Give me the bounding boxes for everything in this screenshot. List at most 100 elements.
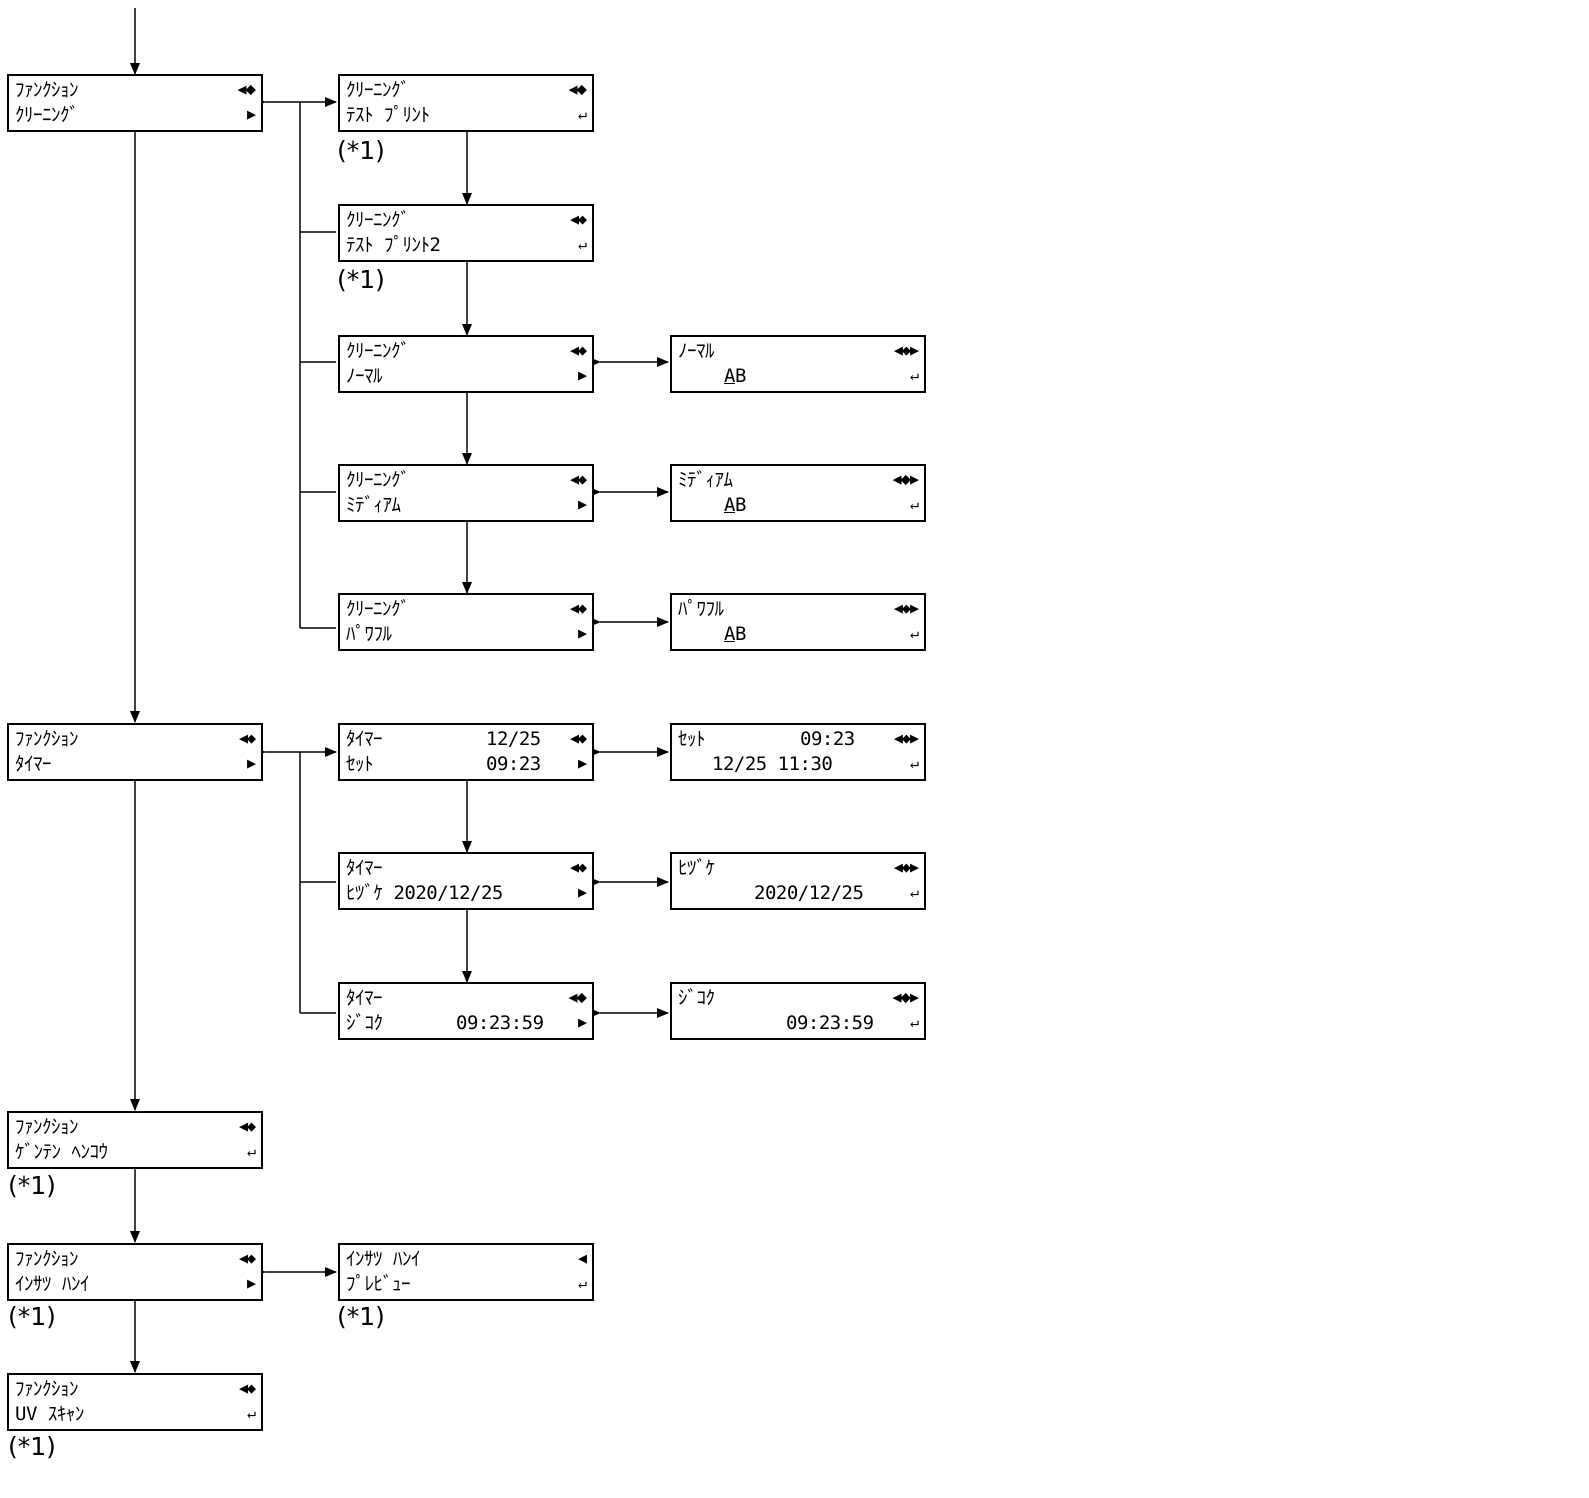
set-datetime-value: 12/25 11:30 xyxy=(712,753,833,775)
lcd-line1: ﾐﾃﾞｨｱﾑ xyxy=(678,469,733,491)
lcd-date-edit: ﾋﾂﾞｹ ◀◆▶ 2020/12/25 ↵ xyxy=(670,852,926,910)
lcd-function-uv: ﾌｧﾝｸｼｮﾝ◀◆ UV ｽｷｬﾝ↵ xyxy=(7,1373,263,1431)
date-value: 2020/12/25 xyxy=(754,882,864,904)
nav-icon: ◀◆ xyxy=(238,1249,256,1267)
set-time-value: 09:23 xyxy=(800,728,855,750)
right-arrow-icon: ▶ xyxy=(577,1013,587,1031)
lcd-timer-set: ﾀｲﾏｰ 12/25 ◀◆ ｾｯﾄ 09:23 ▶ xyxy=(338,723,594,781)
nav-icon: ◀◆ xyxy=(238,1117,256,1135)
right-arrow-icon: ▶ xyxy=(246,754,256,772)
ab-other: B xyxy=(734,623,746,645)
lcd-line2: ﾐﾃﾞｨｱﾑ xyxy=(346,494,401,516)
enter-icon: ↵ xyxy=(909,1013,919,1031)
ab-other: B xyxy=(734,494,746,516)
nav-icon: ◀◆▶ xyxy=(893,729,919,747)
lcd-line1: ｲﾝｻﾂ ﾊﾝｲ xyxy=(346,1248,420,1270)
lcd-line1: ﾉｰﾏﾙ xyxy=(678,340,715,362)
enter-icon: ↵ xyxy=(909,883,919,901)
lcd-line1: ﾌｧﾝｸｼｮﾝ xyxy=(15,728,79,750)
note-star1: (*1) xyxy=(337,136,385,165)
timer-date-value: 12/25 xyxy=(486,728,541,750)
lcd-function-genten: ﾌｧﾝｸｼｮﾝ ◀◆ ｹﾞﾝﾃﾝ ﾍﾝｺｳ ↵ xyxy=(7,1111,263,1169)
lcd-line2: ｹﾞﾝﾃﾝ ﾍﾝｺｳ xyxy=(15,1141,108,1163)
nav-icon: ◀◆▶ xyxy=(893,858,919,876)
lcd-line2: ﾋﾂﾞｹ 2020/12/25 xyxy=(346,882,503,904)
lcd-line1: ﾌｧﾝｸｼｮﾝ xyxy=(15,1248,79,1270)
nav-icon: ◀◆ xyxy=(569,858,587,876)
ab-selected: A xyxy=(724,494,735,516)
enter-icon: ↵ xyxy=(577,235,587,253)
lcd-line1: ﾋﾂﾞｹ xyxy=(678,857,715,879)
nav-icon: ◀◆ xyxy=(569,210,587,228)
nav-updown-icon: ◀⬥ xyxy=(568,80,587,98)
nav-updown-icon: ◀⬥ xyxy=(237,80,256,98)
enter-icon: ↵ xyxy=(909,624,919,642)
lcd-line1: ﾌｧﾝｸｼｮﾝ xyxy=(15,79,79,101)
nav-icon: ◀◆ xyxy=(238,1379,256,1397)
lcd-line1: ｸﾘｰﾆﾝｸﾞ xyxy=(346,340,410,362)
lcd-line1: ｸﾘｰﾆﾝｸﾞ xyxy=(346,598,410,620)
lcd-line1: ﾌｧﾝｸｼｮﾝ xyxy=(15,1116,79,1138)
lcd-line2: ﾃｽﾄ ﾌﾟﾘﾝﾄ xyxy=(346,104,430,126)
lcd-function-timer: ﾌｧﾝｸｼｮﾝ◀◆ ﾀｲﾏｰ▶ xyxy=(7,723,263,781)
right-arrow-icon: ▶ xyxy=(246,1274,256,1292)
lcd-cleaning-medium: ｸﾘｰﾆﾝｸﾞ◀◆ ﾐﾃﾞｨｱﾑ▶ xyxy=(338,464,594,522)
enter-icon: ↵ xyxy=(577,105,587,123)
lcd-insatsu-preview: ｲﾝｻﾂ ﾊﾝｲ◀ ﾌﾟﾚﾋﾞｭｰ↵ xyxy=(338,1243,594,1301)
lcd-cleaning-powerful: ｸﾘｰﾆﾝｸﾞ◀◆ ﾊﾟﾜﾌﾙ▶ xyxy=(338,593,594,651)
lcd-function-insatsu: ﾌｧﾝｸｼｮﾝ ◀◆ ｲﾝｻﾂ ﾊﾝｲ ▶ xyxy=(7,1243,263,1301)
lcd-line2: ｲﾝｻﾂ ﾊﾝｲ xyxy=(15,1273,89,1295)
right-arrow-icon: ▶ xyxy=(577,624,587,642)
note-star1: (*1) xyxy=(337,1302,385,1331)
ab-selected: A xyxy=(724,365,735,387)
note-star1: (*1) xyxy=(8,1302,56,1331)
lcd-line2: ﾊﾟﾜﾌﾙ xyxy=(346,623,392,645)
lcd-line2: ﾀｲﾏｰ xyxy=(15,753,52,775)
lcd-medium-ab: ﾐﾃﾞｨｱﾑ ◀⬥▶ AB ↵ xyxy=(670,464,926,522)
enter-icon: ↵ xyxy=(909,754,919,772)
ab-selected: A xyxy=(724,623,735,645)
lcd-line2: ｸﾘｰﾆﾝｸﾞ xyxy=(15,104,79,126)
enter-icon: ↵ xyxy=(246,1142,256,1160)
note-star1: (*1) xyxy=(8,1432,56,1461)
ab-other: B xyxy=(734,365,746,387)
clock-value: 09:23:59 xyxy=(456,1012,544,1034)
enter-icon: ↵ xyxy=(909,495,919,513)
note-star1: (*1) xyxy=(337,265,385,294)
lcd-line1: ﾊﾟﾜﾌﾙ xyxy=(678,598,724,620)
lcd-powerful-ab: ﾊﾟﾜﾌﾙ ◀◆▶ AB ↵ xyxy=(670,593,926,651)
lcd-set-edit: ｾｯﾄ 09:23 ◀◆▶ 12/25 11:30 ↵ xyxy=(670,723,926,781)
lcd-line2: ﾌﾟﾚﾋﾞｭｰ xyxy=(346,1273,411,1295)
lcd-cleaning-test-print: ｸﾘｰﾆﾝｸﾞ ◀⬥ ﾃｽﾄ ﾌﾟﾘﾝﾄ ↵ xyxy=(338,74,594,132)
lcd-line2: ｾｯﾄ xyxy=(346,753,374,775)
lcd-line1: ｼﾞｺｸ xyxy=(678,987,715,1009)
nav-icon: ◀◆▶ xyxy=(893,599,919,617)
lcd-line1: ﾀｲﾏｰ xyxy=(346,728,383,750)
lcd-timer-date: ﾀｲﾏｰ◀◆ ﾋﾂﾞｹ 2020/12/25▶ xyxy=(338,852,594,910)
lcd-line2: ﾃｽﾄ ﾌﾟﾘﾝﾄ2 xyxy=(346,234,441,256)
timer-time-value: 09:23 xyxy=(486,753,541,775)
lcd-line1: ｾｯﾄ xyxy=(678,728,706,750)
right-arrow-icon: ▶ xyxy=(577,883,587,901)
nav-icon: ◀◆ xyxy=(569,341,587,359)
nav-updown-icon: ◀⬥ xyxy=(568,988,587,1006)
nav-icon: ◀◆▶ xyxy=(893,341,919,359)
lcd-line1: ｸﾘｰﾆﾝｸﾞ xyxy=(346,79,410,101)
lcd-line1: ﾀｲﾏｰ xyxy=(346,987,383,1009)
right-arrow-icon: ▶ xyxy=(577,754,587,772)
enter-icon: ↵ xyxy=(246,1404,256,1422)
lcd-time-edit: ｼﾞｺｸ ◀⬥▶ 09:23:59 ↵ xyxy=(670,982,926,1040)
time-value: 09:23:59 xyxy=(786,1012,874,1034)
lcd-line1: ｸﾘｰﾆﾝｸﾞ xyxy=(346,469,410,491)
right-arrow-icon: ▶ xyxy=(246,105,256,123)
nav-updown-icon: ◀⬥▶ xyxy=(892,470,919,488)
nav-icon: ◀◆ xyxy=(569,729,587,747)
lcd-normal-ab: ﾉｰﾏﾙ◀◆▶ AB↵ xyxy=(670,335,926,393)
note-star1: (*1) xyxy=(8,1171,56,1200)
nav-icon: ◀◆ xyxy=(569,470,587,488)
nav-updown-icon: ◀⬥▶ xyxy=(892,988,919,1006)
lcd-cleaning-normal: ｸﾘｰﾆﾝｸﾞ◀◆ ﾉｰﾏﾙ▶ xyxy=(338,335,594,393)
lcd-function-cleaning: ﾌｧﾝｸｼｮﾝ ◀⬥ ｸﾘｰﾆﾝｸﾞ ▶ xyxy=(7,74,263,132)
